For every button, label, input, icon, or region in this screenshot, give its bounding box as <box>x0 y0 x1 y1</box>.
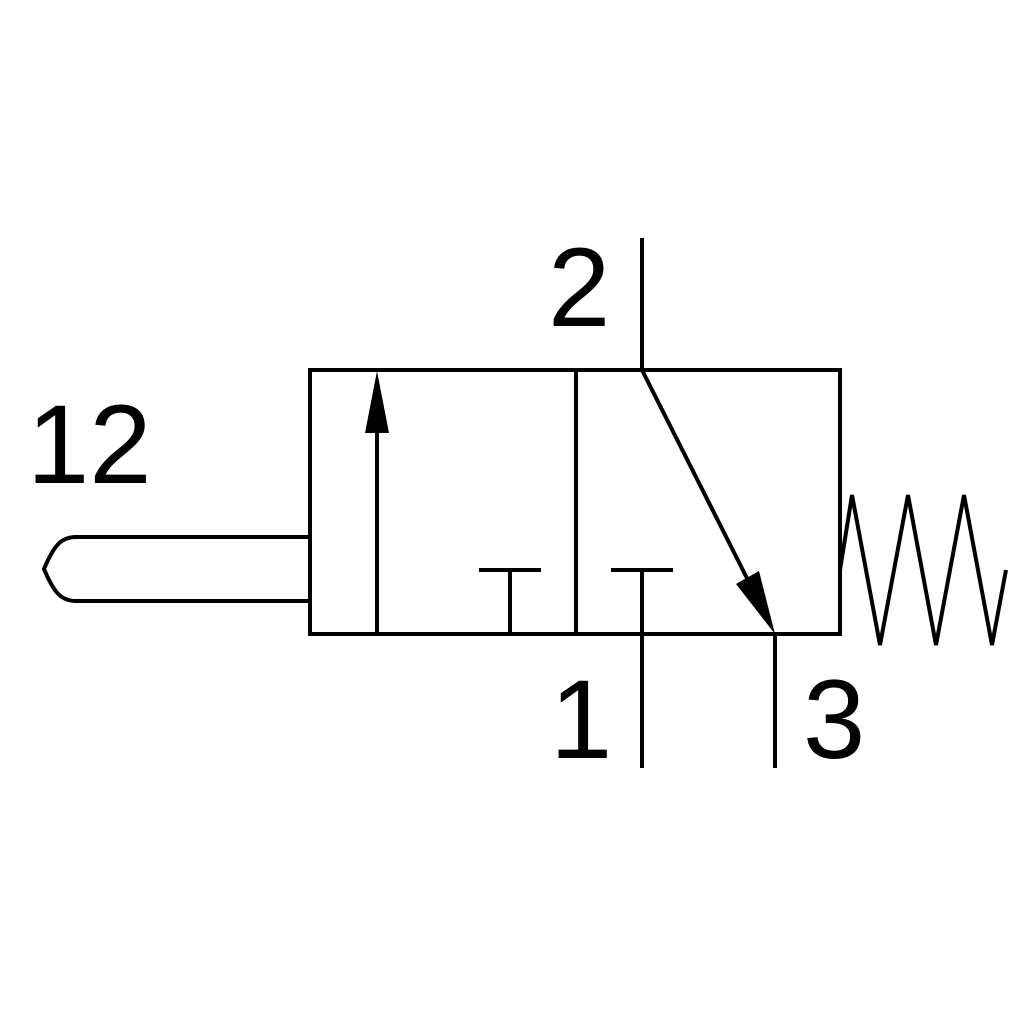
spring-return-icon <box>838 494 1008 646</box>
port-label-supply-1: 1 <box>550 657 612 782</box>
port-label-pilot-12: 12 <box>27 382 152 507</box>
right-position-arrowhead-icon <box>736 571 775 634</box>
plunger-actuator-icon <box>41 535 310 603</box>
port-label-outlet-2: 2 <box>548 225 610 350</box>
port-label-exhaust-3: 3 <box>803 657 865 782</box>
left-position-arrowhead-icon <box>365 371 389 433</box>
right-position-flow-line <box>640 369 762 605</box>
